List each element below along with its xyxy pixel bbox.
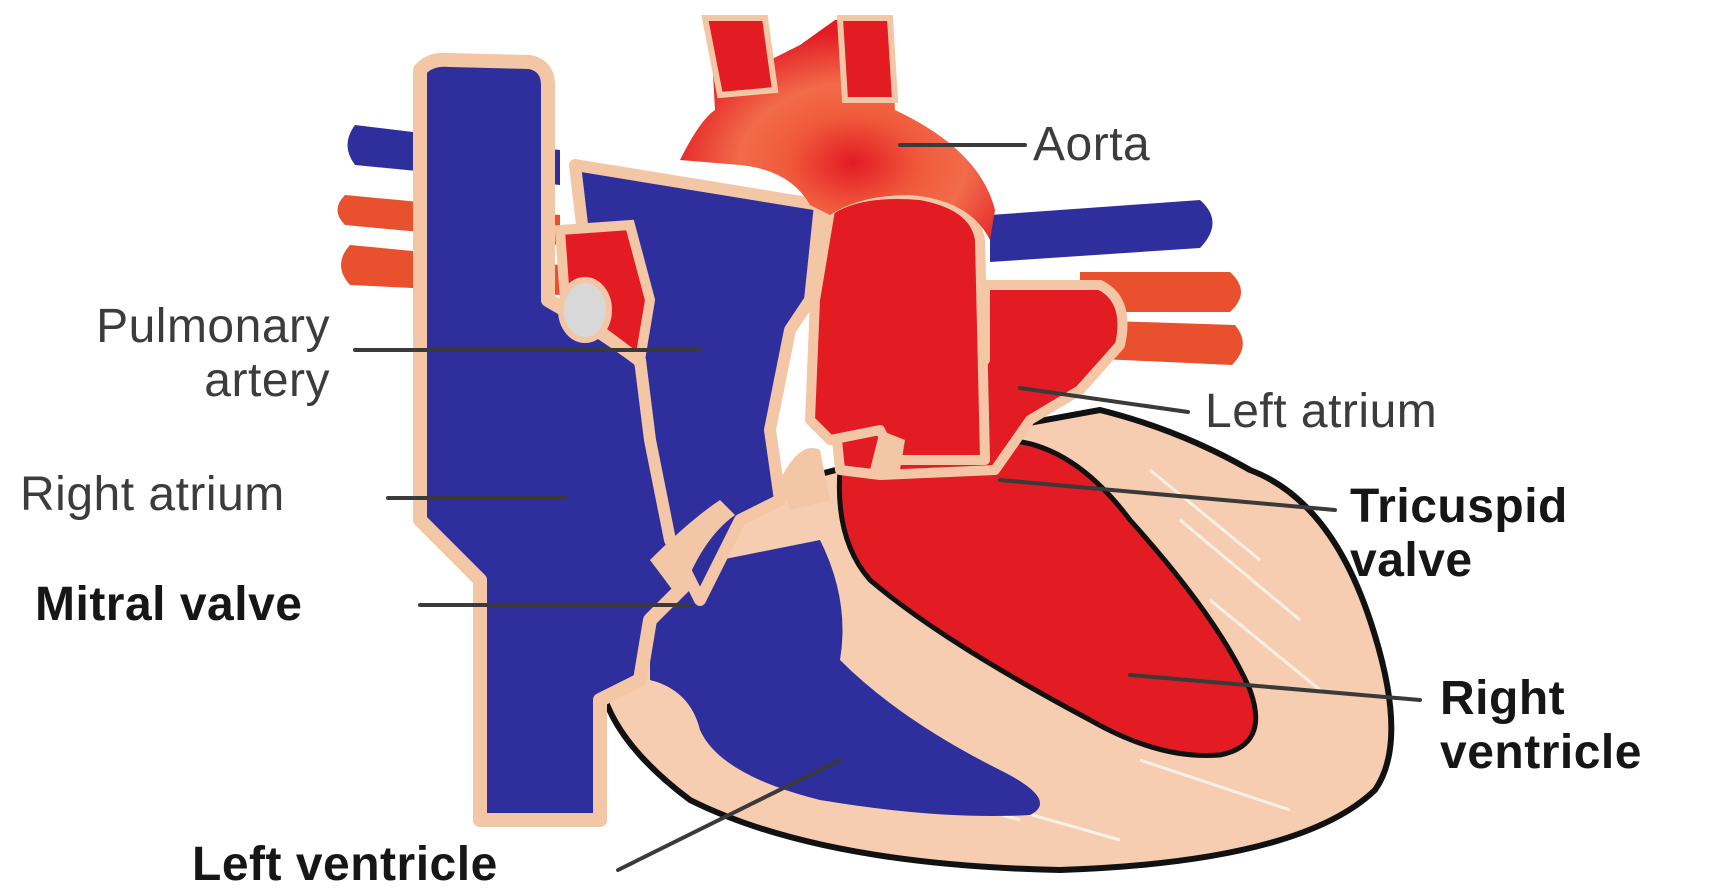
aorta-branch-2 (840, 18, 895, 100)
label-aorta: Aorta (1033, 118, 1150, 172)
label-left-ventricle: Left ventricle (192, 838, 498, 892)
label-left-atrium: Left atrium (1205, 385, 1437, 439)
valve-flap-central (780, 448, 830, 510)
label-right-ventricle: Right ventricle (1440, 672, 1642, 780)
label-right-ventricle-line2: ventricle (1440, 726, 1642, 780)
valve-oval (561, 280, 609, 340)
label-pulmonary-artery: Pulmonary artery (14, 300, 330, 408)
label-right-atrium: Right atrium (20, 468, 285, 522)
label-pulmonary-artery-line2: artery (14, 354, 330, 408)
label-tricuspid-valve: Tricuspid valve (1350, 480, 1568, 588)
label-mitral-valve: Mitral valve (35, 578, 302, 632)
label-tricuspid-valve-line2: valve (1350, 534, 1568, 588)
label-tricuspid-valve-line1: Tricuspid (1350, 480, 1568, 534)
label-pulmonary-artery-line1: Pulmonary (14, 300, 330, 354)
blue-vessel-right (990, 200, 1213, 262)
central-red-column (810, 194, 985, 460)
label-right-ventricle-line1: Right (1440, 672, 1642, 726)
aorta-branch-1 (705, 18, 775, 95)
